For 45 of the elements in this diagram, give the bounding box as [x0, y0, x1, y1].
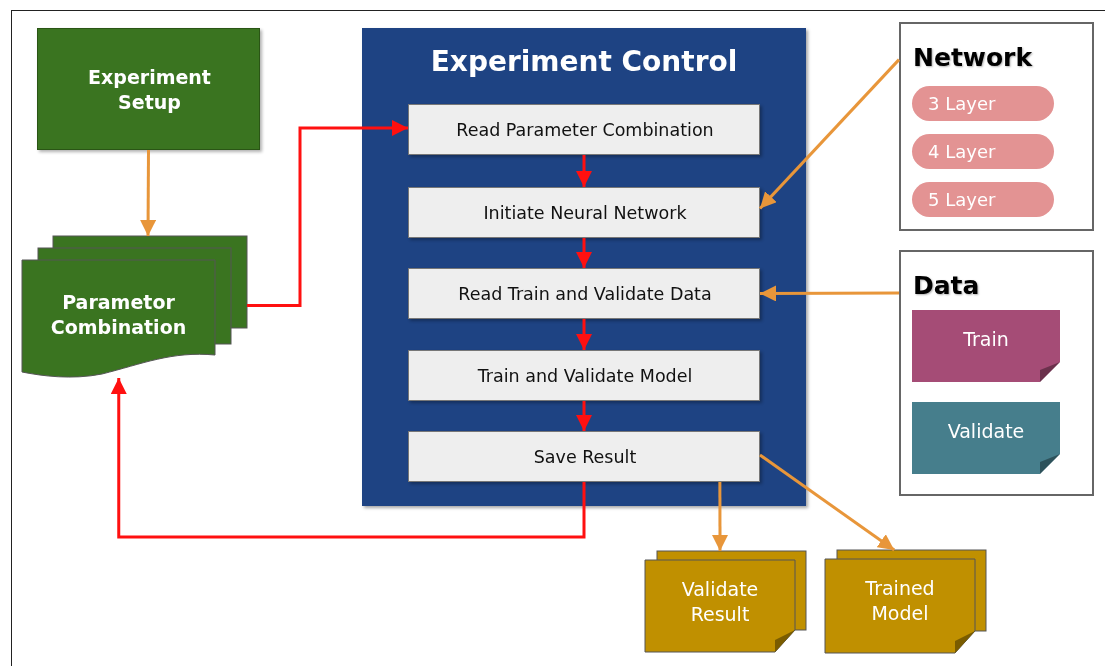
group-heading: Data [913, 269, 980, 302]
document-stack [22, 236, 247, 378]
step-box [408, 104, 760, 155]
arrow [758, 58, 901, 210]
step-box [408, 431, 760, 482]
node-label: Parametor Combination [49, 290, 188, 340]
step-box [408, 268, 760, 319]
node-label: Initiate Neural Network [483, 202, 687, 225]
document-stack [645, 551, 806, 652]
arrow [576, 319, 592, 350]
arrow [760, 285, 899, 302]
arrow [110, 378, 586, 539]
node-label: Validate [947, 418, 1025, 444]
step-box [408, 187, 760, 238]
node-label: Save Result [533, 446, 637, 469]
node-label: Train and Validate Model [477, 365, 693, 388]
option-pill [912, 86, 1054, 121]
node-label: Experiment Setup [87, 65, 212, 115]
arrow [247, 119, 408, 308]
node-label: Trained Model [864, 576, 936, 626]
arrow [759, 453, 896, 552]
node-label: 4 Layer [928, 139, 996, 164]
node-label: 3 Layer [928, 91, 996, 116]
group-heading: Network [913, 41, 1033, 74]
node-label: 5 Layer [928, 187, 996, 212]
group-frame [899, 250, 1094, 496]
data-note [912, 310, 1060, 382]
node-label: Read Train and Validate Data [458, 283, 712, 306]
arrow [140, 150, 157, 236]
document-stack [825, 550, 986, 653]
option-pill [912, 182, 1054, 217]
arrow [576, 155, 592, 187]
node-label: Read Parameter Combination [456, 119, 714, 142]
node-label: Validate Result [680, 577, 760, 627]
control-panel [362, 28, 806, 506]
arrow [712, 482, 728, 551]
step-box [408, 350, 760, 401]
node-label: Train [963, 326, 1009, 352]
data-note [912, 402, 1060, 474]
process-box [37, 28, 260, 150]
arrow [576, 238, 592, 268]
group-frame [899, 22, 1094, 231]
option-pill [912, 134, 1054, 169]
arrow [576, 401, 592, 431]
panel-heading: Experiment Control [430, 43, 738, 80]
